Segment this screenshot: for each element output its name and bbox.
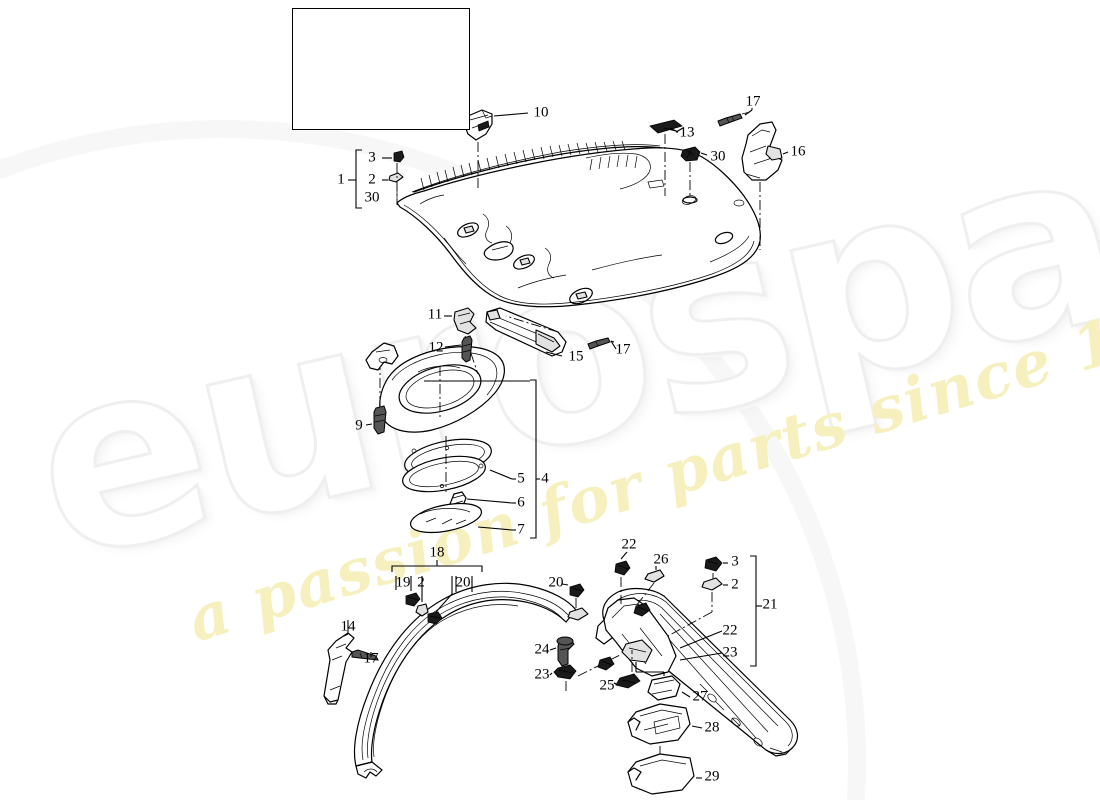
callout-retainer[interactable]: 20 <box>455 574 471 591</box>
callout-trim-panel[interactable]: 16 <box>790 143 806 160</box>
callout-handle-bracket[interactable]: 10 <box>533 104 549 121</box>
callout-screw[interactable]: 12 <box>428 339 444 356</box>
callout-retainer[interactable]: 20 <box>548 574 564 591</box>
callout-clip[interactable]: 26 <box>653 551 669 568</box>
callout-visor-rail[interactable]: 15 <box>568 348 584 365</box>
callout-cover-cap[interactable]: 27 <box>692 688 708 705</box>
callout-visor-clip[interactable]: 11 <box>427 306 443 323</box>
mirror-assembly <box>402 379 540 539</box>
callout-clip[interactable]: 19 <box>395 574 411 591</box>
callout-a-pillar-trim-assembly[interactable]: 18 <box>429 544 445 561</box>
callout-screw[interactable]: 17 <box>615 341 631 358</box>
sun-visor <box>365 307 617 435</box>
callout-bulb[interactable]: 6 <box>517 494 525 511</box>
callout-clip[interactable]: 25 <box>599 677 615 694</box>
callout-fastener[interactable]: 30 <box>710 148 726 165</box>
part-17-screw-top <box>717 108 753 127</box>
callout-sun-visor-assembly[interactable]: 4 <box>541 470 549 487</box>
callout-screw[interactable]: 9 <box>355 417 363 434</box>
callout-screw[interactable]: 17 <box>745 93 761 110</box>
part-10-bracket <box>463 109 529 188</box>
callout-screw[interactable]: 17 <box>363 650 379 667</box>
callout-clip[interactable]: 3 <box>731 553 739 570</box>
roof-lining <box>396 140 761 308</box>
bracket-group-1 <box>348 149 405 209</box>
part-30-fastener-right <box>680 146 708 204</box>
callout-clip[interactable]: 22 <box>722 622 738 639</box>
part-13-pad <box>649 119 684 196</box>
callout-grommet[interactable]: 2 <box>417 574 425 591</box>
callout-grommet[interactable]: 2 <box>731 576 739 593</box>
callout-bolt[interactable]: 24 <box>534 641 550 658</box>
callout-grommet[interactable]: 23 <box>534 666 550 683</box>
callout-trim-cover-upper[interactable]: 28 <box>704 719 720 736</box>
callout-trim-cover-lower[interactable]: 29 <box>704 768 720 785</box>
callout-grommet[interactable]: 2 <box>368 171 376 188</box>
callout-mirror-frame[interactable]: 5 <box>517 470 525 487</box>
vehicle-inset-frame <box>292 8 470 130</box>
callout-roof-lining-assembly[interactable]: 1 <box>337 171 345 188</box>
callout-b-pillar-trim-assembly[interactable]: 21 <box>762 596 778 613</box>
callout-mirror-cover[interactable]: 7 <box>517 521 525 538</box>
callout-clip[interactable]: 22 <box>621 536 637 553</box>
a-pillar-trim <box>323 560 623 779</box>
b-pillar-trim <box>595 551 799 795</box>
callout-fastener[interactable]: 30 <box>364 189 380 206</box>
callout-bracket[interactable]: 14 <box>340 618 356 635</box>
callout-grommet[interactable]: 23 <box>722 644 738 661</box>
callout-pad[interactable]: 13 <box>679 124 695 141</box>
part-16-trim-panel <box>741 121 789 250</box>
callout-clip[interactable]: 3 <box>368 149 376 166</box>
